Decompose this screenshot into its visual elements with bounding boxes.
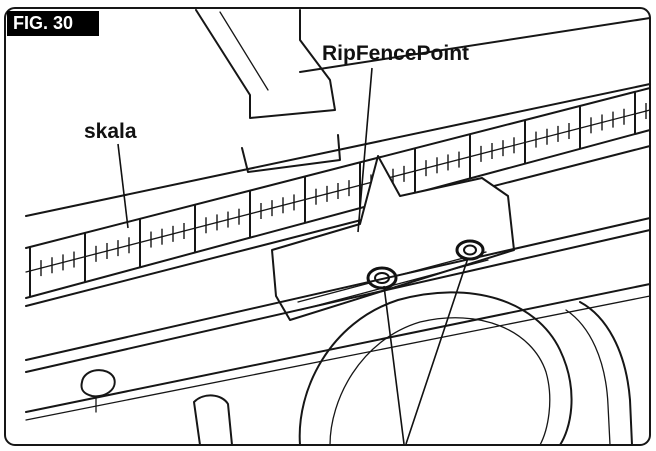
guard-support-right-inner xyxy=(565,309,611,446)
blade-guard-outline xyxy=(298,291,573,446)
figure-number-label: FIG. 30 xyxy=(13,13,74,33)
screw-leader-right xyxy=(405,257,469,445)
fence-slot xyxy=(241,134,341,173)
scale-band-bottom-line xyxy=(25,129,651,299)
figure-border xyxy=(4,7,651,446)
fence-upper-rail xyxy=(299,17,651,73)
figure-number-badge: FIG. 30 xyxy=(7,11,99,36)
knob-icon xyxy=(80,369,116,413)
guard-support-right xyxy=(579,301,633,446)
table-edge-lower xyxy=(25,229,651,373)
rip-fence-point-leader xyxy=(357,67,373,233)
fence-housing-outline xyxy=(195,9,336,119)
table-front-rail-lower xyxy=(25,295,651,421)
scale-leader xyxy=(117,143,129,229)
table-edge-upper xyxy=(25,217,651,361)
scale-band-top-edge xyxy=(25,83,651,217)
guard-support-left xyxy=(193,394,233,446)
scale-band-lower-edge xyxy=(25,145,651,307)
rip-fence-pointer-plate xyxy=(271,155,515,321)
screw-leader-left xyxy=(383,285,405,445)
scale-band-top-line xyxy=(25,87,651,249)
scale-callout: skala xyxy=(84,120,137,143)
fence-housing-inner xyxy=(219,11,269,91)
scale-ticks xyxy=(29,91,647,297)
blade-guard-inner xyxy=(329,317,551,446)
table-front-rail xyxy=(25,283,651,413)
rip-fence-point-callout: RipFencePoint xyxy=(322,42,470,65)
